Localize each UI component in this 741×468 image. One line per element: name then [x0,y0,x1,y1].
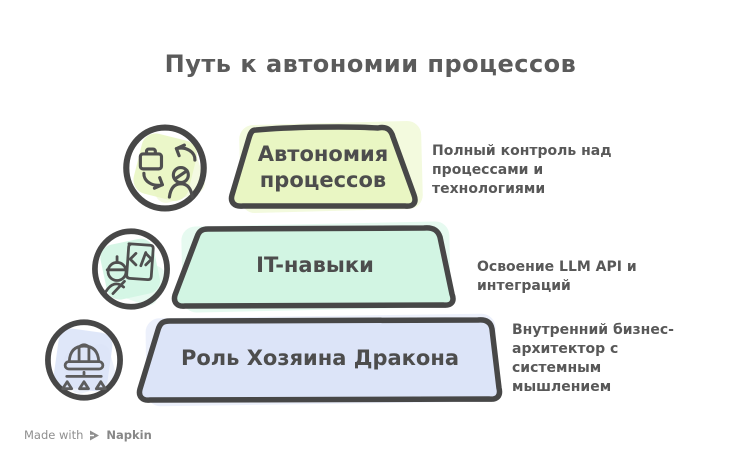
hardhat-ridge [77,343,91,349]
hardhat-brim [63,360,105,371]
made-with-napkin-watermark[interactable]: Made with Napkin [24,428,152,442]
level-1-trapezoid [228,124,418,209]
level-1-label[interactable]: Автономия процессов [257,142,389,192]
pyramid-level-1-shape[interactable] [218,117,433,217]
hierarchy-node-right [94,380,107,391]
cycle-arrow-top-head [174,143,186,158]
person-body [167,182,194,199]
level-2-trapezoid [171,225,456,309]
engineer-code-document-icon [92,228,170,310]
level-1-description: Полный контроль над процессами и техноло… [432,143,612,197]
hardhat-ridge-lines [77,346,91,364]
watermark-brand: Napkin [106,428,152,442]
pyramid-level-2-shape[interactable] [164,218,464,318]
level-2-label[interactable]: IT-навыки [256,253,374,277]
level-3-trapezoid [136,317,503,403]
code-open-bracket [128,252,138,267]
code-slash [139,251,148,268]
icon-1-ring [123,124,207,212]
level-3-label[interactable]: Роль Хозяина Дракона [180,346,460,370]
briefcase-handle [144,147,157,156]
level-3-description: Внутренний бизнес-архитектор с системным… [512,322,674,395]
code-close-bracket [144,252,153,267]
hierarchy-node-left [61,380,74,391]
hardhat-hierarchy-icon [45,319,123,401]
icon-3-ring [45,319,123,401]
pyramid-level-3-shape[interactable] [130,310,510,410]
napkin-logo-icon [89,430,100,440]
code-document [125,242,155,281]
engineer-arm [111,279,126,295]
diagram-title: Путь к автономии процессов [164,50,577,78]
briefcase-person-cycle-icon [123,124,207,212]
level-2-description: Освоение LLM API и интеграций [477,259,637,294]
person-face-line [173,169,189,181]
briefcase-body [138,152,164,171]
hierarchy-node-center [78,380,90,391]
watermark-prefix: Made with [24,428,84,442]
icon-2-ring [92,228,170,310]
cycle-arrow-bottom-head [152,176,164,190]
